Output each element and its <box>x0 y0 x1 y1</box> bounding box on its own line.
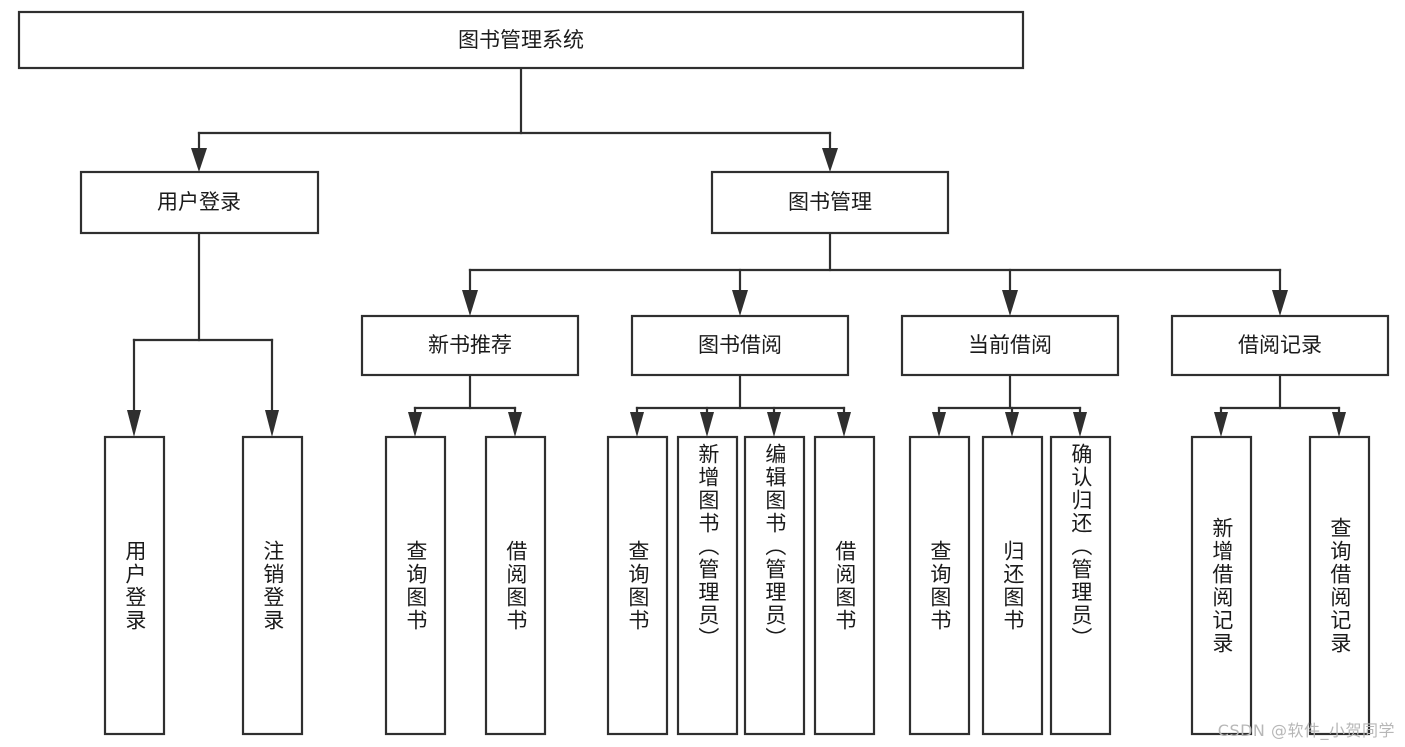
arrow-record-leaf-1 <box>1214 412 1228 437</box>
arrow-root-to-bookmgmt <box>822 148 838 172</box>
leaf-box-add-book-admin[interactable] <box>676 435 739 736</box>
node-root-label: 图书管理系统 <box>458 28 584 52</box>
node-book-management-box[interactable] <box>710 170 950 235</box>
arrow-bookmgmt-child-4 <box>1272 290 1288 316</box>
arrow-borrow-leaf-3 <box>767 412 781 437</box>
node-book-borrow[interactable]: 图书借阅 <box>630 314 850 377</box>
arrow-borrow-leaf-1 <box>630 412 644 437</box>
node-borrow-record-label: 借阅记录 <box>1238 333 1322 357</box>
arrow-newbook-leaf-2 <box>508 412 522 437</box>
leaf-box-logout[interactable] <box>241 435 304 736</box>
arrow-current-leaf-3 <box>1073 412 1087 437</box>
arrow-bookmgmt-child-3 <box>1002 290 1018 316</box>
node-new-book-recommend-box[interactable] <box>360 314 580 377</box>
leaf-box-borrow-book-2[interactable] <box>813 435 876 736</box>
leaf-box-layer <box>103 435 1371 736</box>
leaf-box-query-book-3[interactable] <box>908 435 971 736</box>
node-book-borrow-label: 图书借阅 <box>698 333 782 357</box>
leaf-box-confirm-return[interactable] <box>1049 435 1112 736</box>
leaf-box-query-book-1[interactable] <box>384 435 447 736</box>
leaf-box-add-borrow-record[interactable] <box>1190 435 1253 736</box>
node-current-borrow-box[interactable] <box>900 314 1120 377</box>
arrow-bookmgmt-child-2 <box>732 290 748 316</box>
arrow-login-leaf-2 <box>265 410 279 437</box>
arrow-borrow-leaf-4 <box>837 412 851 437</box>
leaf-box-edit-book-admin[interactable] <box>743 435 806 736</box>
node-user-login-box[interactable] <box>79 170 320 235</box>
leaf-box-user-login[interactable] <box>103 435 166 736</box>
node-book-management-label: 图书管理 <box>788 190 872 214</box>
leaf-box-return-book[interactable] <box>981 435 1044 736</box>
node-book-borrow-box[interactable] <box>630 314 850 377</box>
node-book-management[interactable]: 图书管理 <box>710 170 950 235</box>
node-borrow-record[interactable]: 借阅记录 <box>1170 314 1390 377</box>
node-user-login[interactable]: 用户登录 <box>79 170 320 235</box>
leaf-box-query-borrow-record[interactable] <box>1308 435 1371 736</box>
node-current-borrow[interactable]: 当前借阅 <box>900 314 1120 377</box>
arrow-root-to-login <box>191 148 207 172</box>
node-borrow-record-box[interactable] <box>1170 314 1390 377</box>
arrow-newbook-leaf-1 <box>408 412 422 437</box>
arrow-current-leaf-1 <box>932 412 946 437</box>
node-user-login-label: 用户登录 <box>157 190 241 214</box>
connector-layer <box>127 66 1346 437</box>
arrow-borrow-leaf-2 <box>700 412 714 437</box>
node-current-borrow-label: 当前借阅 <box>968 333 1052 357</box>
node-new-book-recommend[interactable]: 新书推荐 <box>360 314 580 377</box>
csdn-watermark: CSDN @软件_小贺同学 <box>1217 721 1395 740</box>
arrow-bookmgmt-child-1 <box>462 290 478 316</box>
arrow-record-leaf-2 <box>1332 412 1346 437</box>
arrow-login-leaf-1 <box>127 410 141 437</box>
node-root-box[interactable] <box>17 10 1025 70</box>
node-root[interactable]: 图书管理系统 <box>17 10 1025 70</box>
leaf-box-borrow-book-1[interactable] <box>484 435 547 736</box>
node-new-book-recommend-label: 新书推荐 <box>428 333 512 357</box>
leaf-box-query-book-2[interactable] <box>606 435 669 736</box>
arrow-current-leaf-2 <box>1005 412 1019 437</box>
